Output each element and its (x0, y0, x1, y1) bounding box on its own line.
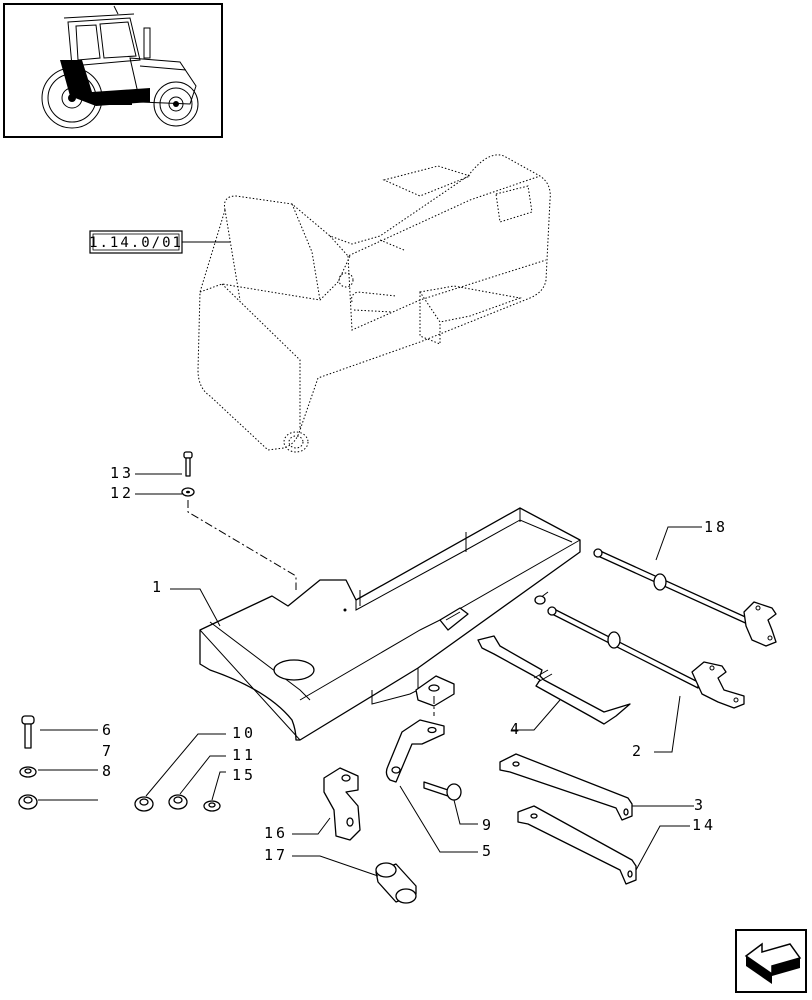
callout-15: 15 (232, 766, 256, 784)
assembly-dash-line (187, 500, 297, 590)
callout-3: 3 (694, 796, 706, 814)
callout-10: 10 (232, 724, 256, 742)
washer-12 (181, 487, 195, 497)
bolt-13 (183, 451, 193, 477)
bolt-6 (21, 715, 35, 749)
nut-11 (168, 794, 188, 810)
tray-bracket-1 (199, 507, 581, 741)
support-bracket-5 (385, 675, 455, 783)
bolt-9 (423, 781, 462, 801)
callout-5: 5 (482, 842, 494, 860)
strap-3 (499, 753, 633, 821)
reference-label: 1.14.0/01 (89, 235, 183, 251)
rod-2 (547, 606, 745, 709)
callout-2: 2 (632, 742, 644, 760)
callout-9: 9 (482, 816, 494, 834)
callout-16: 16 (264, 824, 288, 842)
tractor-thumbnail-icon[interactable] (3, 3, 223, 138)
reference-box[interactable]: 1.14.0/01 (89, 230, 230, 254)
strap-4 (477, 635, 631, 725)
rod-18 (593, 548, 777, 647)
callout-12: 12 (110, 484, 134, 502)
callout-6: 6 (102, 721, 114, 739)
strap-14 (517, 805, 637, 885)
fuel-tank-outline (197, 154, 551, 453)
callout-labels: 13 12 1 18 6 7 8 10 11 15 4 2 3 9 14 16 … (102, 464, 728, 864)
callout-13: 13 (110, 464, 134, 482)
callout-1: 1 (152, 578, 164, 596)
next-page-arrow-icon[interactable] (735, 929, 807, 993)
spacer-17 (375, 862, 417, 904)
callout-4: 4 (510, 720, 522, 738)
leader-lines (38, 473, 702, 877)
nut-10 (134, 796, 154, 812)
callout-11: 11 (232, 746, 256, 764)
washer-15 (203, 800, 221, 812)
callout-8: 8 (102, 762, 114, 780)
nut-8 (18, 794, 38, 810)
callout-18: 18 (704, 518, 728, 536)
callout-7: 7 (102, 742, 114, 760)
callout-14: 14 (692, 816, 716, 834)
callout-17: 17 (264, 846, 288, 864)
clamp-16 (323, 767, 361, 841)
washer-7 (19, 766, 37, 778)
